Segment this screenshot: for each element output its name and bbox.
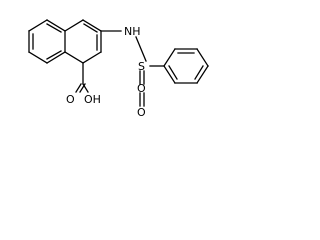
nh-label: NH: [124, 25, 141, 38]
oxygen-bottom-label: O: [137, 106, 146, 119]
sulfur-label: S: [138, 60, 145, 73]
n-s-bond: [135, 36, 147, 62]
molecule-structure: NH S O O OH O: [28, 19, 209, 119]
structure-canvas: NH S O O OH O: [0, 0, 235, 132]
naphthalene-right-ring: [64, 19, 102, 64]
phenyl-ring: [163, 48, 209, 84]
oxygen-top-label: O: [137, 82, 146, 95]
carbonyl-oxygen-label: O: [66, 93, 75, 106]
naphthalene-left-ring: [28, 19, 66, 64]
hydroxyl-label: OH: [84, 93, 101, 106]
c-o-double-bond: [75, 83, 82, 93]
